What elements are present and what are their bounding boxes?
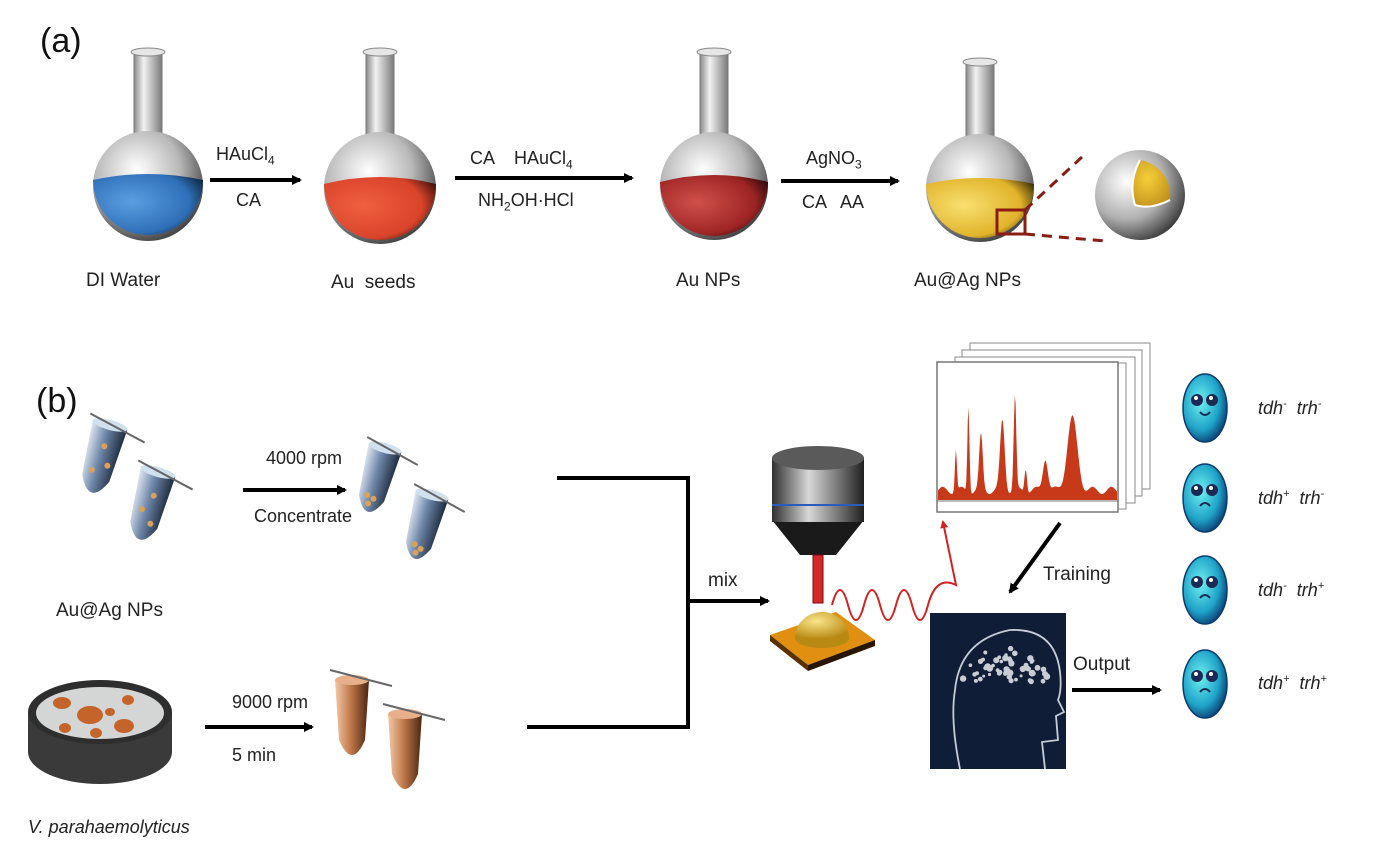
neuron-dot [973,678,978,683]
neuron-dot [972,672,977,677]
bacteria-species-label: V. parahaemolyticus [28,817,190,837]
neuron-dot [968,663,973,667]
neuron-dot [1028,678,1034,685]
flask-au-ag-nps [926,57,1034,242]
neuron-dot [1003,670,1008,676]
neuron-dot [977,676,983,682]
centrifuge-speed: 9000 rpm [232,692,309,712]
neuron-dot [984,663,992,671]
raman-objective-icon [772,446,864,604]
training-label: Training [1043,564,1111,585]
bacteria-tubes-icon [329,669,446,789]
neuron-dot [1043,671,1048,676]
sers-substrate-icon [770,612,875,671]
neuron-dot [1040,678,1046,684]
np-tubes-label: Au@Ag NPs [56,600,163,621]
neuron-dot [1019,665,1026,673]
flask-di-water [93,47,203,241]
neuron-dot [1007,645,1014,652]
genotype-class-2: tdh+ trh- [1258,488,1325,508]
mix-label: mix [708,570,738,591]
neuron-dot [1027,655,1034,662]
flask-label-au-seeds: Au seeds [331,272,416,293]
genotype-class-3: tdh- trh+ [1258,580,1325,600]
step3-reagent-above: AgNO3 [806,148,862,172]
neuron-dot [1002,654,1009,662]
neuron-dot [959,675,967,682]
bacterium-icon-happy [1182,373,1228,443]
neural-network-head-icon [930,613,1066,770]
step2-reagent-above: CA HAuCl4 [470,148,573,172]
flask-label-au-nps: Au NPs [676,270,741,291]
bacterium-icon-sad [1182,463,1228,533]
neuron-dot [983,650,988,655]
neuron-dot [1007,657,1013,663]
centrifuge-time: 5 min [232,745,277,765]
neuron-dot [1031,671,1036,676]
flask-au-seeds [324,47,436,244]
petri-dish-icon [28,680,172,784]
panel-a-label: (a) [40,22,82,60]
core-shell-nanoparticle-icon [1095,150,1185,240]
flask-label-di-water: DI Water [86,270,161,291]
np-tubes-icon [82,412,194,540]
neuron-dot [1012,650,1018,657]
bacterium-icon-sad [1182,649,1228,719]
raman-spectrum [938,395,1117,500]
step2-reagent-below: NH2OH·HCl [478,190,574,214]
scattered-light-wave [831,520,958,621]
concentrate-speed: 4000 rpm [266,448,343,468]
output-label: Output [1073,654,1131,675]
flask-label-au-ag-nps: Au@Ag NPs [914,270,1021,291]
neuron-dot [993,657,1000,664]
flask-au-nps [660,47,768,240]
neuron-dot [1040,666,1047,673]
genotype-class-4: tdh+ trh+ [1258,673,1327,693]
step1-reagent-below: CA [236,190,262,210]
zoom-line-bottom [1024,232,1106,243]
neuron-dot [1014,677,1018,682]
neuron-dot [987,672,992,677]
concentrated-tubes-icon [358,436,466,559]
panel-b-label: (b) [36,382,78,420]
arrow-training [1008,521,1062,594]
neuron-dot [982,674,986,678]
neuron-dot [1006,674,1012,680]
mix-connector [527,476,690,729]
neuron-dot [997,669,1003,675]
spectra-stack [936,342,1151,513]
step3-reagent-below: CA AA [802,192,865,212]
neuron-dot [999,659,1004,664]
neuron-dot [1019,674,1023,678]
concentrate-label: Concentrate [254,506,353,526]
genotype-class-1: tdh- trh- [1258,398,1322,418]
neuron-dot [1034,664,1041,671]
zoom-line-top [1023,155,1084,212]
bacterium-icon-sad [1182,555,1228,625]
step1-reagent-above: HAuCl4 [216,144,275,168]
neuron-dot [981,657,985,662]
